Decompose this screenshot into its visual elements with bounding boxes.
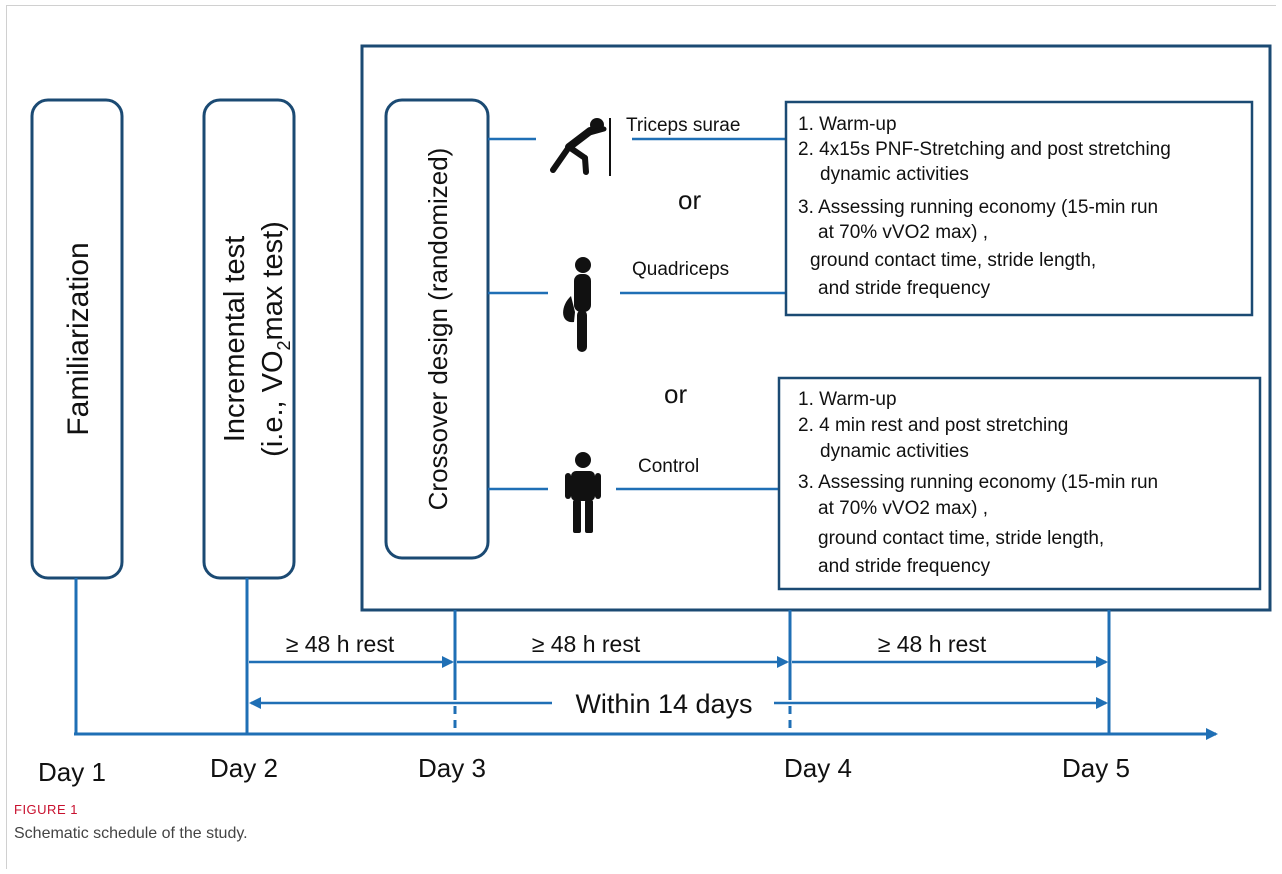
quadriceps-stretch-icon	[563, 257, 591, 352]
stretch-protocol-line: 1. Warm-up	[798, 114, 897, 135]
control-protocol-line: 3. Assessing running economy (15-min run	[798, 472, 1158, 493]
triceps-surae-label: Triceps surae	[626, 115, 740, 136]
stretch-protocol-line: dynamic activities	[820, 164, 969, 185]
control-protocol-line: at 70% vVO2 max) ,	[818, 498, 988, 519]
day-label: Day 5	[1062, 753, 1130, 783]
incremental-test-sublabel: (i.e., VO2max test)	[257, 221, 294, 457]
control-protocol-line: 1. Warm-up	[798, 389, 897, 410]
triceps-stretch-icon	[550, 118, 611, 176]
control-protocol-line: 2. 4 min rest and post stretching	[798, 415, 1068, 436]
crossover-box	[384, 98, 490, 560]
control-label: Control	[638, 456, 699, 477]
figure-frame	[6, 5, 1276, 869]
familiarization-label: Familiarization	[62, 242, 95, 435]
within-14-days-label: Within 14 days	[575, 689, 752, 719]
stretch-protocol-line: 3. Assessing running economy (15-min run	[798, 197, 1158, 218]
or-label-1: or	[678, 185, 701, 215]
stretch-protocol-list: 1. Warm-up 2. 4x15s PNF-Stretching and p…	[798, 114, 1171, 299]
figure-caption-label: FIGURE 1	[14, 802, 78, 817]
stretch-protocol-line: ground contact time, stride length,	[810, 250, 1096, 271]
stretch-protocol-line: and stride frequency	[818, 278, 991, 299]
day-label: Day 4	[784, 753, 852, 783]
control-protocol-list: 1. Warm-up 2. 4 min rest and post stretc…	[798, 389, 1158, 577]
randomized-session-box	[360, 44, 1272, 612]
control-protocol-box	[777, 376, 1262, 591]
incremental-test-label: Incremental test	[219, 236, 251, 442]
rest-label-2: ≥ 48 h rest	[532, 631, 641, 657]
stretch-protocol-line: at 70% vVO2 max) ,	[818, 222, 988, 243]
crossover-label: Crossover design (randomized)	[423, 148, 453, 511]
or-label-2: or	[664, 379, 687, 409]
day-label: Day 3	[418, 753, 486, 783]
rest-label-3: ≥ 48 h rest	[878, 631, 987, 657]
incremental-test-box	[202, 98, 296, 580]
control-person-icon	[565, 452, 601, 533]
control-protocol-line: dynamic activities	[820, 441, 969, 462]
stretch-protocol-line: 2. 4x15s PNF-Stretching and post stretch…	[798, 139, 1171, 160]
control-protocol-line: ground contact time, stride length,	[818, 528, 1104, 549]
figure-caption-text: Schematic schedule of the study.	[14, 825, 248, 842]
quadriceps-label: Quadriceps	[632, 259, 729, 280]
day-label: Day 2	[210, 753, 278, 783]
control-protocol-line: and stride frequency	[818, 556, 991, 577]
rest-label-1: ≥ 48 h rest	[286, 631, 395, 657]
day-label: Day 1	[38, 757, 106, 787]
stretch-protocol-box	[784, 100, 1254, 317]
